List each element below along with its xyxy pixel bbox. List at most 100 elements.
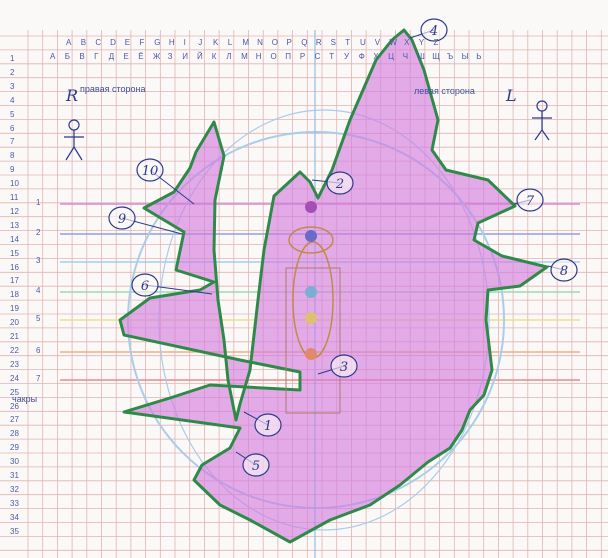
cyrillic-column-label: Ф — [359, 52, 365, 61]
cyrillic-column-label: Й — [197, 52, 203, 61]
cyrillic-column-label: М — [241, 52, 248, 61]
latin-column-label: X — [404, 38, 409, 47]
row-number: 21 — [10, 332, 19, 341]
chakra-brow — [305, 230, 317, 242]
cyrillic-column-label: Ш — [418, 52, 425, 61]
row-number: 32 — [10, 485, 19, 494]
latin-column-label: I — [184, 38, 186, 47]
latin-column-label: K — [213, 38, 218, 47]
latin-column-label: V — [375, 38, 380, 47]
chakra-crown — [305, 201, 317, 213]
level-marker: 5 — [36, 314, 40, 323]
cyrillic-column-label: Б — [65, 52, 70, 61]
row-number: 5 — [10, 110, 14, 119]
latin-column-label: Z — [434, 38, 439, 47]
row-number: 13 — [10, 221, 19, 230]
right-figure — [64, 120, 84, 160]
chakra-throat — [305, 286, 317, 298]
cyrillic-column-label: Л — [226, 52, 231, 61]
latin-column-label: T — [345, 38, 350, 47]
cyrillic-column-label: Т — [329, 52, 334, 61]
row-number: 35 — [10, 527, 19, 536]
cyrillic-column-label: О — [271, 52, 277, 61]
latin-column-label: Y — [419, 38, 424, 47]
latin-column-label: F — [140, 38, 145, 47]
latin-column-label: J — [198, 38, 202, 47]
row-number: 4 — [10, 96, 14, 105]
chakra-base — [305, 348, 317, 360]
left-figure — [532, 101, 552, 140]
cyrillic-column-label: Г — [94, 52, 98, 61]
row-number: 10 — [10, 179, 19, 188]
cyrillic-column-label: З — [168, 52, 173, 61]
callout-number: 10 — [142, 164, 159, 179]
latin-column-label: Q — [301, 38, 307, 47]
row-number: 2 — [10, 68, 14, 77]
latin-column-label: W — [389, 38, 397, 47]
left-letter: L — [506, 86, 517, 105]
row-number: 33 — [10, 499, 19, 508]
cyrillic-column-label: Ч — [403, 52, 408, 61]
row-number: 8 — [10, 151, 14, 160]
level-marker: 6 — [36, 346, 40, 355]
cyrillic-column-label: Ь — [476, 52, 481, 61]
latin-column-label: O — [272, 38, 278, 47]
row-number: 27 — [10, 415, 19, 424]
level-marker: 7 — [36, 374, 40, 383]
row-number: 12 — [10, 207, 19, 216]
row-number: 19 — [10, 304, 19, 313]
latin-column-label: B — [81, 38, 86, 47]
row-number: 11 — [10, 193, 18, 202]
cyrillic-column-label: С — [315, 52, 321, 61]
latin-column-label: U — [360, 38, 366, 47]
row-number: 29 — [10, 443, 19, 452]
row-number: 20 — [10, 318, 19, 327]
cyrillic-column-label: Ъ — [447, 52, 453, 61]
callout-number: 2 — [335, 177, 344, 192]
callout-number: 8 — [560, 264, 568, 279]
right-letter: R — [66, 86, 78, 105]
cyrillic-column-label: К — [212, 52, 217, 61]
cyrillic-column-label: Н — [256, 52, 262, 61]
callout-number: 7 — [526, 194, 535, 209]
right-side-label: правая сторона — [80, 84, 145, 94]
callout-number: 9 — [118, 212, 126, 227]
cyrillic-column-label: Ы — [462, 52, 469, 61]
level-marker: 1 — [36, 198, 40, 207]
latin-column-label: A — [66, 38, 71, 47]
latin-column-label: G — [154, 38, 160, 47]
row-number: 23 — [10, 360, 19, 369]
row-number: 31 — [10, 471, 19, 480]
row-number: 24 — [10, 374, 19, 383]
row-number: 18 — [10, 290, 19, 299]
row-number: 7 — [10, 137, 14, 146]
left-side-label: левая сторона — [414, 86, 475, 96]
callout-number: 1 — [264, 419, 272, 434]
cyrillic-column-label: Р — [300, 52, 305, 61]
level-marker: 3 — [36, 256, 40, 265]
row-number: 6 — [10, 124, 14, 133]
cyrillic-column-label: А — [50, 52, 55, 61]
callout-number: 3 — [340, 360, 348, 375]
row-number: 1 — [10, 54, 14, 63]
latin-column-label: C — [95, 38, 101, 47]
latin-column-label: P — [287, 38, 292, 47]
level-marker: 2 — [36, 228, 40, 237]
latin-column-label: E — [125, 38, 130, 47]
callout-number: 6 — [141, 279, 149, 294]
latin-column-label: S — [331, 38, 336, 47]
level-marker: 4 — [36, 286, 40, 295]
row-number: 9 — [10, 165, 14, 174]
callout-number: 5 — [252, 459, 260, 474]
latin-column-label: L — [228, 38, 232, 47]
latin-column-label: D — [110, 38, 116, 47]
cyrillic-column-label: И — [182, 52, 188, 61]
cyrillic-column-label: Ё — [138, 52, 143, 61]
row-number: 3 — [10, 82, 14, 91]
latin-column-label: H — [169, 38, 175, 47]
cyrillic-column-label: Ц — [388, 52, 394, 61]
callout-number: 4 — [429, 24, 438, 39]
row-number: 17 — [10, 276, 19, 285]
row-number: 14 — [10, 235, 19, 244]
